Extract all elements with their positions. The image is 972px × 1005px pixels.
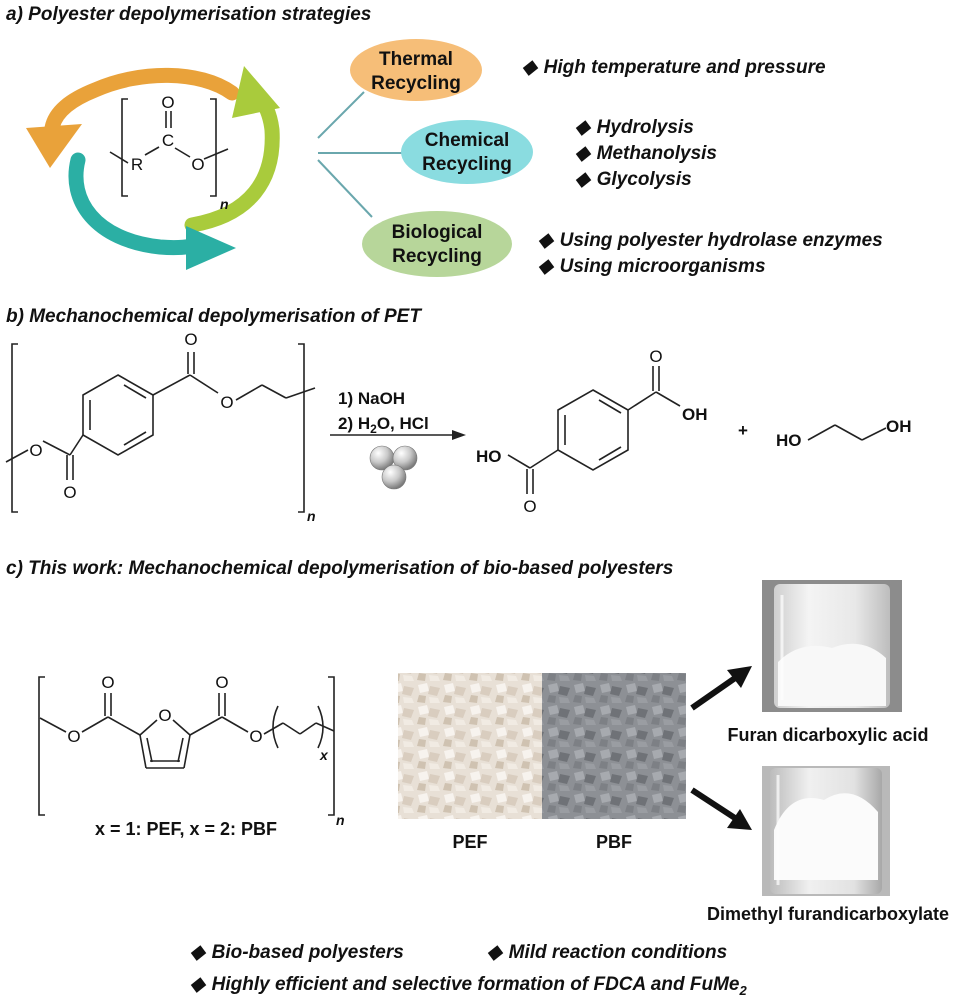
fdca-vial-photo bbox=[762, 580, 902, 712]
fume2-vial-photo bbox=[762, 766, 890, 896]
plus-sign: + bbox=[738, 421, 748, 440]
atom-o-ester: O bbox=[191, 155, 204, 174]
eg-oh: OH bbox=[886, 417, 912, 436]
chemical-recycling-badge bbox=[401, 120, 533, 184]
thermal-bullet-1: ◆High temperature and pressure bbox=[522, 57, 826, 78]
ester-o-right: O bbox=[249, 727, 262, 746]
chemical-bullet-3: ◆Glycolysis bbox=[575, 169, 692, 190]
polyester-repeat-unit: R C O O n bbox=[109, 93, 229, 212]
section-c-title: c) This work: Mechanochemical depolymeri… bbox=[6, 558, 673, 579]
pet-o-left: O bbox=[29, 441, 42, 460]
fume2-label: Dimethyl furandicarboxylate bbox=[707, 904, 949, 924]
biological-bullet-2: ◆Using microorganisms bbox=[538, 256, 766, 277]
bullet-bio-based: ◆Bio-based polyesters bbox=[190, 942, 404, 963]
bullet-mild-conditions: ◆Mild reaction conditions bbox=[487, 942, 727, 963]
arrow-to-fume2 bbox=[690, 787, 740, 823]
terephthalic-acid-structure: O OH HO O bbox=[476, 347, 708, 516]
biological-label-line2: Recycling bbox=[392, 246, 482, 267]
pet-o-bottom: O bbox=[63, 483, 76, 502]
ester-o1: O bbox=[101, 673, 114, 692]
bullet-efficient-formation: ◆Highly efficient and selective formatio… bbox=[190, 974, 747, 998]
subscript-n-c: n bbox=[336, 812, 345, 828]
pet-structure: n O O O O bbox=[5, 330, 316, 524]
section-b-title: b) Mechanochemical depolymerisation of P… bbox=[6, 306, 422, 327]
ethylene-glycol-structure: HO OH bbox=[776, 417, 912, 450]
furan-o: O bbox=[158, 706, 171, 725]
biological-label-line1: Biological bbox=[392, 222, 483, 243]
thermal-recycling-badge bbox=[350, 39, 482, 101]
tpa-o-top: O bbox=[649, 347, 662, 366]
strategy-connectors bbox=[317, 91, 406, 218]
ball-mill-icon bbox=[369, 445, 418, 490]
furan-polyester-structure: n O O O O O x bbox=[38, 673, 345, 828]
section-a-title: a) Polyester depolymerisation strategies bbox=[6, 4, 371, 25]
green-arrow-head bbox=[232, 66, 280, 118]
arrow-to-fdca-head bbox=[727, 666, 752, 688]
arrow-to-fdca bbox=[690, 673, 740, 711]
subscript-n: n bbox=[220, 196, 229, 212]
fdca-label: Furan dicarboxylic acid bbox=[727, 725, 928, 745]
orange-arrow-head bbox=[26, 124, 82, 168]
ester-o2: O bbox=[215, 673, 228, 692]
pbf-photo bbox=[542, 673, 686, 819]
thermal-label-line1: Thermal bbox=[379, 49, 453, 70]
pbf-label: PBF bbox=[596, 832, 632, 852]
subscript-x: x bbox=[319, 747, 329, 763]
pef-label: PEF bbox=[452, 832, 487, 852]
biological-recycling-badge bbox=[362, 211, 512, 277]
reaction-conditions: 1) NaOH 2) H2O, HCl bbox=[330, 389, 466, 490]
pet-o-chain: O bbox=[220, 393, 233, 412]
tpa-oh-right: OH bbox=[682, 405, 708, 424]
pet-o-top: O bbox=[184, 330, 197, 349]
arrow-to-fume2-head bbox=[727, 809, 752, 830]
tpa-o-bottom: O bbox=[523, 497, 536, 516]
pet-subscript-n: n bbox=[307, 508, 316, 524]
chemical-label-line1: Chemical bbox=[425, 130, 509, 151]
chemical-bullet-2: ◆Methanolysis bbox=[575, 143, 717, 164]
orange-arrow bbox=[44, 67, 240, 136]
reagent-water-hcl: 2) H2O, HCl bbox=[338, 414, 429, 436]
biological-bullet-1: ◆Using polyester hydrolase enzymes bbox=[538, 230, 883, 251]
atom-c: C bbox=[162, 131, 174, 150]
eg-ho: HO bbox=[776, 431, 802, 450]
teal-arrow-head bbox=[186, 226, 236, 270]
pef-photo bbox=[398, 673, 542, 819]
thermal-label-line2: Recycling bbox=[371, 73, 461, 94]
reagent-naoh: 1) NaOH bbox=[338, 389, 405, 408]
atom-o-carbonyl: O bbox=[161, 93, 174, 112]
teal-arrow bbox=[68, 152, 200, 256]
atom-r: R bbox=[131, 155, 143, 174]
recycling-arrows-icon bbox=[26, 66, 280, 270]
chemical-label-line2: Recycling bbox=[422, 154, 512, 175]
tpa-ho-left: HO bbox=[476, 447, 502, 466]
polymer-caption: x = 1: PEF, x = 2: PBF bbox=[95, 819, 277, 839]
ester-o-left: O bbox=[67, 727, 80, 746]
reaction-arrow-head bbox=[452, 430, 466, 440]
chemical-bullet-1: ◆Hydrolysis bbox=[575, 117, 694, 138]
